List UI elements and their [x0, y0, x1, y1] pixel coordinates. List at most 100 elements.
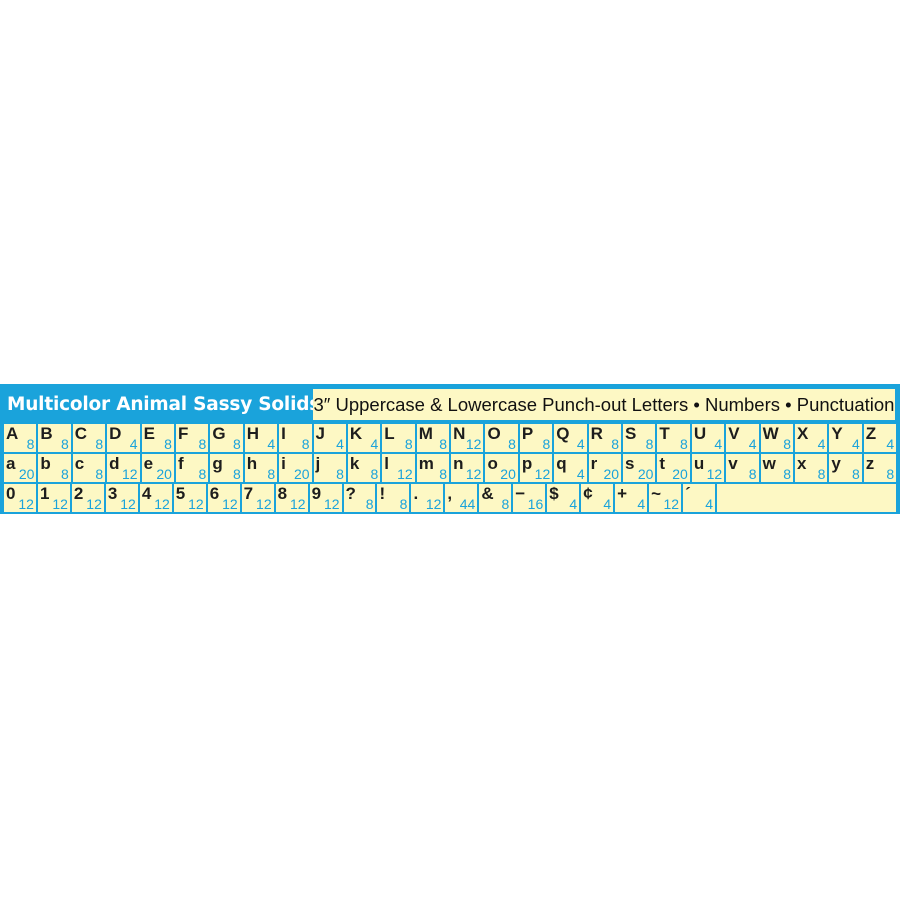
cell-count: 4 [748, 436, 757, 452]
cell-count: 8 [645, 436, 654, 452]
cell-glyph: t [659, 454, 666, 473]
cell-glyph: o [487, 454, 498, 473]
cell-glyph: , [447, 484, 453, 503]
cell-count: 8 [404, 436, 413, 452]
cell-count: 4 [267, 436, 276, 452]
cell-count: 12 [86, 496, 102, 512]
cell-glyph: ! [379, 484, 386, 503]
cell-count: 12 [663, 496, 680, 512]
cell-glyph: 4 [141, 484, 152, 503]
cell-count: 4 [603, 496, 612, 512]
cell-count: 20 [18, 466, 35, 482]
cell-glyph: H [246, 424, 260, 443]
letter-cell: l 12 [382, 454, 415, 482]
cell-count: 12 [706, 466, 723, 482]
cell-count: 12 [534, 466, 551, 482]
cell-count: 12 [18, 496, 34, 512]
cell-count: 8 [232, 436, 241, 452]
cell-count: 4 [370, 436, 379, 452]
cell-glyph: + [617, 484, 628, 503]
cell-glyph: S [625, 424, 637, 443]
cell-glyph: T [659, 424, 670, 443]
cell-count: 12 [323, 496, 340, 512]
cell-count: 12 [188, 496, 204, 512]
cell-count: 20 [637, 466, 654, 482]
cell-glyph: m [418, 454, 434, 473]
cell-glyph: Q [556, 424, 570, 443]
cell-count: 12 [290, 496, 306, 512]
cell-count: 16 [527, 496, 544, 512]
cell-glyph: A [6, 424, 19, 443]
cell-glyph: y [831, 454, 841, 473]
cell-glyph: V [728, 424, 740, 443]
cell-count: 4 [817, 436, 826, 452]
empty-cell [717, 484, 896, 512]
cell-count: 8 [886, 466, 895, 482]
cell-glyph: p [521, 454, 533, 473]
cell-count: 8 [60, 466, 69, 482]
cell-count: 20 [500, 466, 516, 482]
product-subtitle: 3″ Uppercase & Lowercase Punch-out Lette… [313, 389, 895, 420]
letter-cell: $4 [547, 484, 580, 512]
cell-count: 12 [154, 496, 170, 512]
cell-count: 8 [232, 466, 241, 482]
cell-count: 8 [164, 436, 172, 452]
cell-glyph: B [40, 424, 53, 443]
cell-count: 20 [603, 466, 620, 482]
cell-count: 8 [95, 436, 104, 452]
cell-glyph: i [281, 454, 286, 473]
cell-glyph: q [556, 454, 567, 473]
cell-count: 8 [267, 466, 276, 482]
cell-glyph: $ [549, 484, 559, 503]
cell-glyph: R [590, 424, 603, 443]
brand-title: Multicolor Animal Sassy Solids [7, 394, 321, 415]
cell-count: 4 [569, 496, 578, 512]
cell-count: 12 [222, 496, 238, 512]
cell-count: 8 [783, 466, 791, 482]
cell-glyph: C [74, 424, 88, 443]
cell-glyph: 3 [107, 484, 118, 503]
cell-count: 8 [542, 436, 551, 452]
cell-count: 8 [611, 436, 620, 452]
cell-count: 12 [121, 466, 138, 482]
cell-count: 8 [439, 436, 448, 452]
cell-glyph: l [384, 454, 390, 473]
cell-count: 4 [576, 436, 585, 452]
letter-cell: , 44 [445, 484, 478, 512]
cell-glyph: h [246, 454, 258, 473]
letter-cell: +4 [615, 484, 648, 512]
cell-count: 44 [459, 496, 476, 512]
cell-glyph: w [762, 454, 776, 473]
cell-glyph: W [762, 424, 779, 443]
cell-glyph: ¢ [583, 484, 593, 503]
cell-count: 20 [672, 466, 688, 482]
cell-glyph: Y [831, 424, 843, 443]
cell-count: 12 [397, 466, 413, 482]
